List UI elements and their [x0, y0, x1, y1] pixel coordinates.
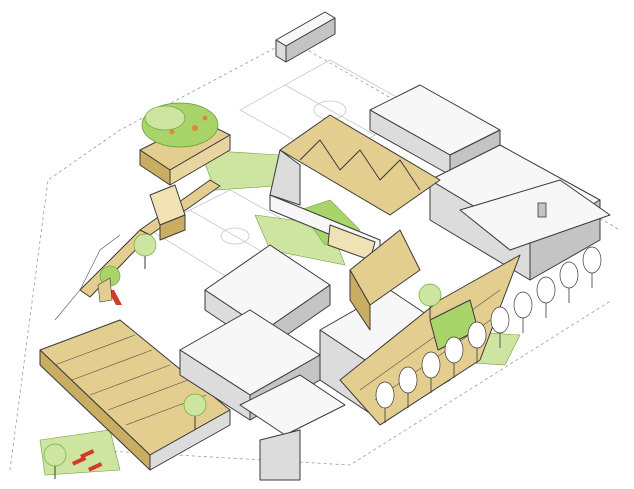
timber-terraces — [39, 319, 231, 471]
bare-tree-icon — [490, 306, 510, 348]
tree-icon — [183, 393, 207, 429]
timber-hall — [269, 114, 441, 261]
lower-buildings — [179, 309, 346, 481]
bare-tree-icon — [513, 291, 533, 333]
shed-building — [275, 11, 336, 63]
tree-icon — [418, 283, 442, 319]
tree-icon — [43, 443, 67, 479]
bare-tree-icon — [398, 366, 418, 408]
playground — [97, 265, 122, 305]
trees — [43, 233, 602, 479]
bare-tree-icon — [582, 246, 602, 288]
bare-tree-icon — [375, 381, 395, 423]
tree-icon — [133, 233, 157, 269]
bare-tree-icon — [467, 321, 487, 363]
timber-walkway — [54, 179, 221, 321]
bare-tree-icon — [536, 276, 556, 318]
bare-tree-icon — [559, 261, 579, 303]
slide-icon — [72, 449, 103, 472]
bare-tree-icon — [444, 336, 464, 378]
raised-garden — [139, 102, 231, 186]
bare-tree-icon — [421, 351, 441, 393]
